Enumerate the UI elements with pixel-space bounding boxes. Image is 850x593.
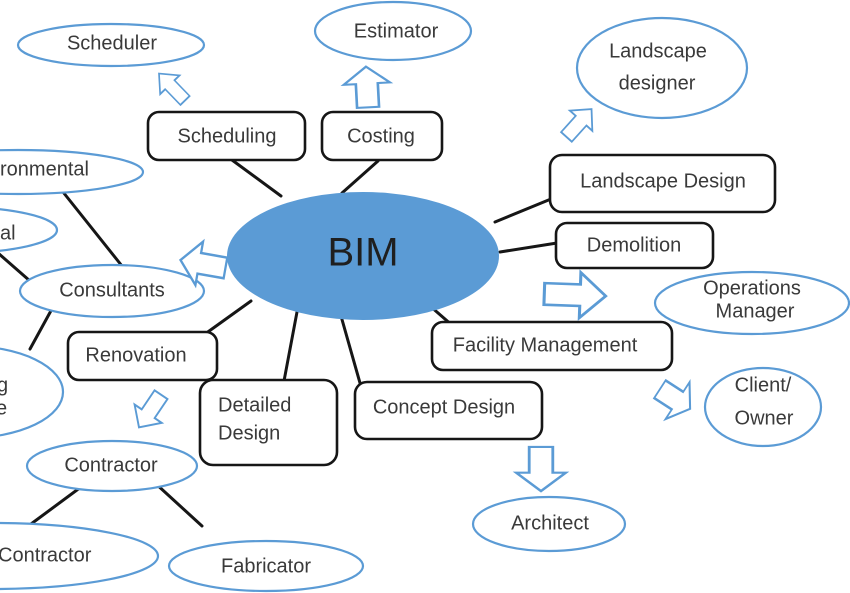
bim-center-node — [227, 192, 499, 320]
box-detailed-design — [198, 378, 339, 467]
detailed-design-label-line1: Detailed — [218, 394, 292, 417]
arrow-to-landscape-designer — [554, 98, 604, 148]
line-bim-renovation — [203, 299, 253, 336]
scheduler-label: Scheduler — [66, 32, 158, 55]
ellipse-contractor-partial — [0, 521, 160, 591]
consultants-label: Consultants — [59, 279, 165, 302]
ellipse-scheduler — [16, 22, 206, 68]
box-facility-management — [430, 320, 674, 372]
line-consultants-ge — [28, 305, 55, 351]
box-renovation — [66, 330, 219, 382]
line-bim-concept-design — [339, 314, 362, 385]
ellipse-client-owner — [703, 366, 823, 448]
facility-management-label: Facility Management — [452, 334, 638, 357]
arrow-to-architect — [514, 445, 568, 493]
ellipse-al-partial — [0, 208, 59, 252]
line-bim-landscape-design — [493, 197, 553, 224]
renovation-label: Renovation — [85, 344, 187, 367]
operations-manager-label-line1: Operations — [703, 277, 801, 300]
ellipse-landscape-designer — [575, 16, 749, 120]
box-concept-design — [353, 380, 544, 441]
environmental-fragment-label: ronmental — [0, 158, 89, 181]
detailed-design-label-line2: Design — [218, 422, 281, 445]
landscape-design-label: Landscape Design — [580, 170, 746, 193]
ellipse-environmental-partial — [0, 148, 145, 196]
line-bim-costing — [340, 159, 380, 195]
concept-design-label: Concept Design — [372, 396, 516, 419]
connector-lines — [0, 158, 559, 528]
box-demolition — [554, 221, 715, 270]
line-environmental-consultants — [61, 190, 124, 268]
line-contractor-fabricator — [153, 481, 204, 528]
arrow-to-operations-manager — [541, 269, 609, 321]
line-al-consultants — [0, 252, 32, 283]
arrow-to-client-owner — [646, 369, 704, 429]
box-costing — [320, 110, 444, 162]
ellipse-consultants — [18, 263, 206, 319]
arrow-to-estimator — [341, 64, 393, 110]
client-owner-label-line1: Client/ — [734, 374, 792, 397]
line-contractor-subcontractor — [29, 485, 83, 526]
ge-fragment-label-line1: g — [0, 374, 9, 397]
ellipse-architect — [471, 495, 627, 553]
operations-manager-label-line2: Manager — [715, 300, 795, 323]
demolition-label: Demolition — [586, 234, 682, 257]
ellipse-operations-manager — [653, 270, 850, 336]
fabricator-label: Fabricator — [220, 555, 312, 578]
contractor-fragment-label: Contractor — [0, 544, 92, 567]
ellipse-contractor — [25, 439, 199, 493]
ge-fragment-label-line2: e — [0, 397, 8, 420]
al-fragment-label: al — [0, 222, 16, 245]
architect-label: Architect — [511, 512, 589, 535]
ellipse-ge-partial — [0, 347, 65, 437]
bim-label: BIM — [327, 230, 399, 275]
client-owner-label-line2: Owner — [734, 407, 794, 430]
landscape-designer-label-line1: Landscape — [609, 40, 707, 63]
contractor-label: Contractor — [64, 454, 158, 477]
box-landscape-design — [548, 153, 777, 214]
process-boxes — [66, 110, 777, 467]
arrow-to-scheduler — [148, 63, 196, 111]
estimator-label: Estimator — [353, 20, 439, 43]
line-bim-detailed-design — [282, 310, 299, 383]
scheduling-label: Scheduling — [177, 125, 277, 148]
landscape-designer-label-line2: designer — [618, 72, 696, 95]
line-bim-scheduling — [230, 158, 283, 198]
ellipse-estimator — [313, 0, 473, 62]
box-scheduling — [146, 110, 307, 162]
costing-label: Costing — [347, 125, 415, 148]
ellipse-fabricator — [167, 539, 365, 593]
arrow-to-contractor — [124, 384, 176, 438]
line-bim-demolition — [498, 241, 559, 254]
